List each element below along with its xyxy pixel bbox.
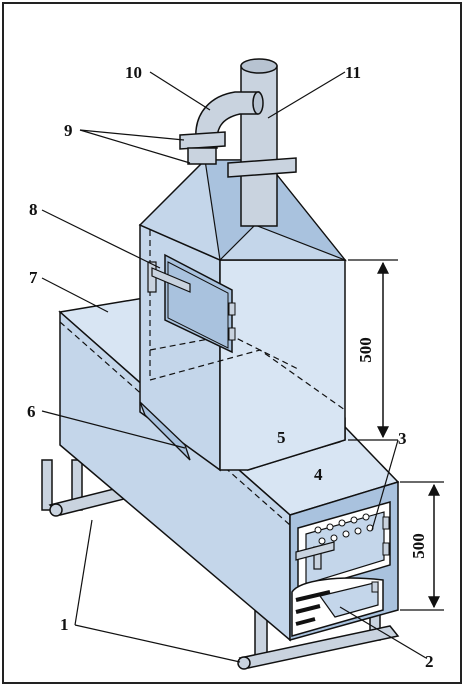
callouts: 1 2 3 4 5 6 7 8 9 10 11 [27,63,434,671]
dimension-label-lower: 500 [409,533,428,559]
dimension-upper [348,259,398,441]
callout-3: 3 [398,429,407,448]
callout-8: 8 [29,200,38,219]
callout-1: 1 [60,615,69,634]
callout-6: 6 [27,402,36,421]
firebox-door [295,501,391,594]
leader-lines [41,71,427,663]
callout-10: 10 [125,63,142,82]
callout-5: 5 [277,428,286,447]
dimension-lower [400,481,444,611]
ash-door [291,577,384,637]
callout-7: 7 [29,268,38,287]
callout-9: 9 [64,121,73,140]
callout-2: 2 [425,652,434,671]
chimney-pipes [179,58,297,227]
callout-4: 4 [314,465,323,484]
dimension-label-upper: 500 [356,337,375,363]
callout-11: 11 [345,63,361,82]
